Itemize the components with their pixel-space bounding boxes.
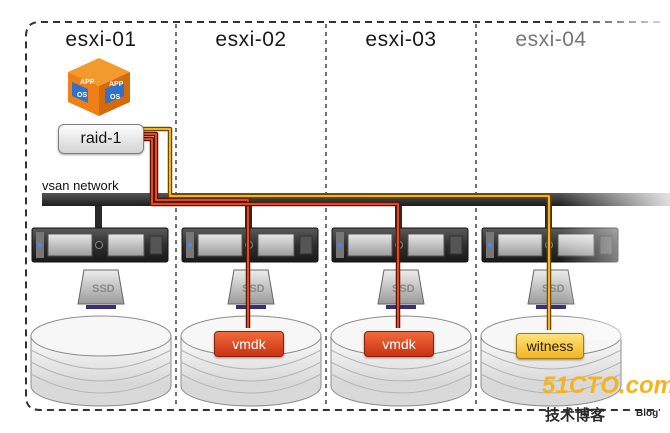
disk-stack-icon [30,315,172,407]
watermark-blog: Blog [636,408,659,419]
disk-stack-icon [330,315,472,407]
watermark-logo: 51CTO.com [542,372,670,399]
ssd-icon: SSD [227,269,275,309]
vm-app-label: APP [109,81,124,88]
vmdk-path-esxi-03 [142,136,401,328]
witness-path-esxi-04 [142,126,552,330]
right-edge-fade [560,20,670,340]
ssd-icon: SSD [377,269,425,309]
vm-os-label: OS [110,94,120,101]
host-name-esxi-02: esxi-02 [215,28,287,51]
cluster-border [25,21,660,411]
disk-stack-icon [180,315,322,407]
host-hardware-esxi-02: SSD [180,227,322,407]
vm-app-label: APP [80,79,95,86]
network-drop [95,206,102,228]
host-name-esxi-03: esxi-03 [365,28,437,51]
ssd-label: SSD [242,283,265,295]
vmdk-component-esxi-03: vmdk [364,331,434,357]
watermark-subtitle: 技术博客 [545,407,606,424]
server-icon [31,227,169,263]
host-name-esxi-01: esxi-01 [65,28,137,51]
vsan-network-label: vsan network [42,178,119,193]
vmdk-path-esxi-02 [142,131,251,328]
ssd-label: SSD [392,283,415,295]
vm-app-os-icon: APP APP OS OS [68,58,130,116]
host-hardware-esxi-01: SSD [30,227,172,407]
ssd-icon: SSD [77,269,125,309]
witness-component-esxi-04: witness [516,333,584,359]
host-name-esxi-04: esxi-04 [515,28,587,51]
ssd-label: SSD [92,283,115,295]
host-hardware-esxi-03: SSD [330,227,472,407]
vmdk-component-esxi-02: vmdk [214,331,284,357]
vm-os-label: OS [77,92,87,99]
raid-1-label: raid-1 [58,124,144,154]
